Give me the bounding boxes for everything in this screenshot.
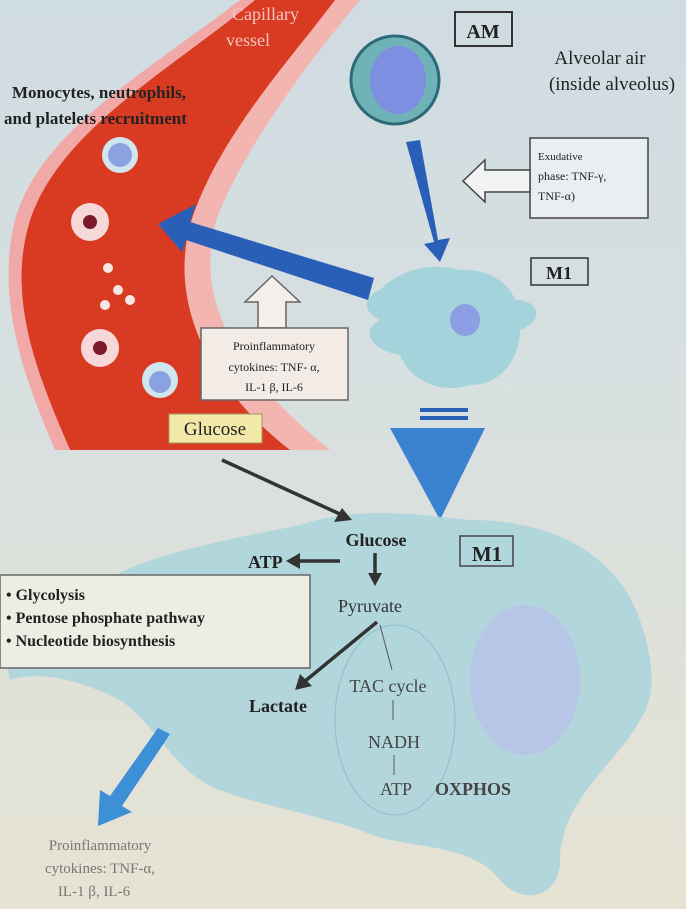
cytokines-bottom-line1: Proinflammatory [49,838,152,854]
pathway-item: • Nucleotide biosynthesis [6,633,175,650]
am-label: AM [466,21,499,43]
exudative-line2: phase: TNF-γ, [538,169,606,183]
cytokines-hollow-up-arrow [243,274,302,329]
m1-to-vessel-arrow [158,204,374,300]
glucose-label: Glucose [346,530,407,550]
cytokines-top-line1: Proinflammatory [233,339,315,353]
atp-glycolysis-label: ATP [248,552,283,572]
pathway-item: • Glycolysis [6,587,85,604]
oxphos-label: OXPHOS [435,779,511,799]
exudative-hollow-arrow [461,158,531,204]
m1-label-top: M1 [546,263,572,283]
platelet [103,263,113,273]
glucose-box-label: Glucose [184,419,246,440]
pyruvate-to-tac-arrow [379,624,393,671]
recruitment-label-line2: and platelets recruitment [4,109,187,128]
m1-label-bottom: M1 [472,542,502,566]
pathway-item: • Pentose phosphate pathway [6,610,205,627]
m1-label-box-top [530,257,589,286]
glucose-uptake-arrow [221,458,343,517]
pathways-box [0,574,311,669]
exudative-line1: Exudative [538,151,583,163]
pyruvate-to-lactate-arrow [302,620,379,684]
exudative-line3: TNF-α) [538,189,575,203]
alveolar-air-line1: Alveolar air [554,48,646,69]
pyruvate-label: Pyruvate [338,596,402,616]
glucose-box [168,413,263,444]
am-label-box [454,11,513,47]
cytokines-bottom-line2: cytokines: TNF-α, [45,861,155,877]
m1-label-box-bottom [459,535,514,567]
alveolar-macrophage-cell [349,34,441,126]
cytokine-release-arrow [98,728,170,826]
cytokines-top-line2: cytokines: TNF- α, [228,360,319,374]
cytokines-bottom-line3: IL-1 β, IL-6 [58,884,131,900]
lactate-label: Lactate [249,696,307,716]
cytokines-box-top [200,327,349,401]
exudative-box [529,137,649,219]
cytokines-top-line3: IL-1 β, IL-6 [245,380,303,394]
nadh-label: NADH [368,732,420,752]
m1-macrophage-cell-top [366,266,537,389]
vessel-label-line2: vessel [226,30,270,50]
atp-oxphos-label: ATP [380,779,412,799]
recruitment-label-line1: Monocytes, neutrophils, [12,83,186,102]
tac-cycle-label: TAC cycle [349,676,426,696]
alveolar-air-line2: (inside alveolus) [549,74,675,95]
big-down-arrow [390,408,485,520]
vessel-label-line1: Capillary [232,4,299,24]
am-to-m1-arrow [406,140,450,262]
